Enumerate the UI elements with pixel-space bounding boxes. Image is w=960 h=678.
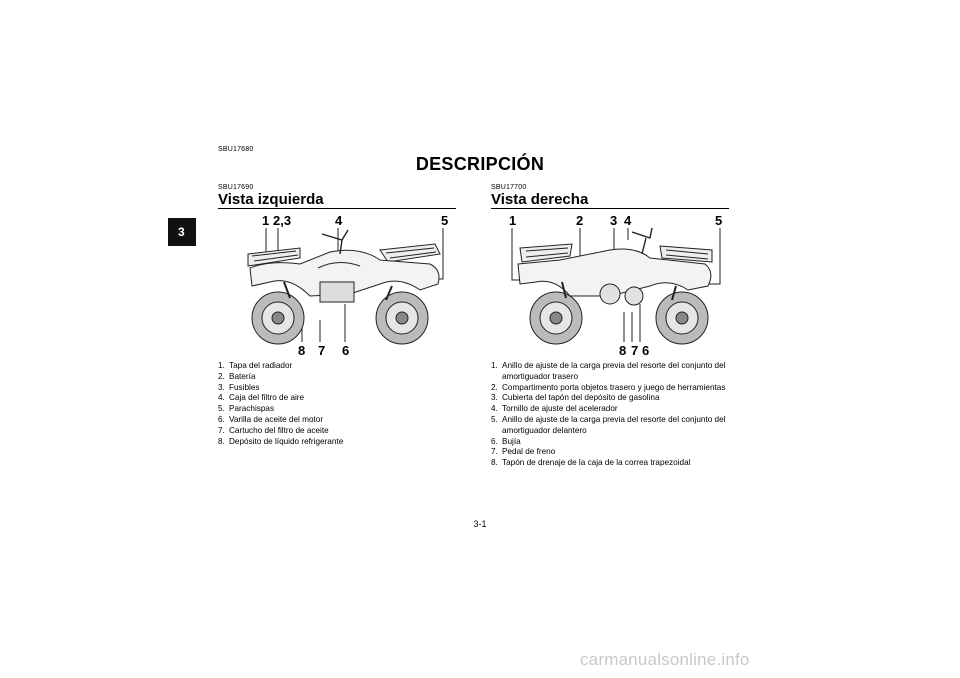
list-item-text: Compartimento porta objetos trasero y ju… (502, 382, 726, 392)
list-item-number: 1. (491, 361, 498, 370)
list-item-number: 8. (491, 458, 498, 468)
list-item-text: Parachispas (229, 404, 275, 414)
left-callout-4: 4 (335, 213, 343, 228)
list-item-text: Bujía (502, 436, 521, 446)
list-item-text: Cartucho del filtro de aceite (229, 425, 329, 435)
list-item: 3. Cubierta del tapón del depósito de gas… (491, 393, 743, 404)
right-callout-3: 3 (610, 213, 618, 228)
right-section-code: SBU17700 (491, 184, 527, 191)
atv-left-view-illustration (247, 228, 444, 345)
left-callout-8: 8 (298, 343, 306, 358)
list-item: 1. Anillo de ajuste de la carga previa de… (491, 361, 743, 383)
list-item: 2. Compartimento porta objetos trasero y … (491, 383, 743, 394)
list-item-number: 4. (218, 393, 225, 403)
list-item: 8. Tapón de drenaje de la caja de la corr… (491, 458, 743, 469)
right-parts-list: 1. Anillo de ajuste de la carga previa de… (491, 361, 743, 469)
list-item-text: Depósito de líquido refrigerante (229, 436, 344, 446)
list-item-number: 4. (491, 404, 498, 414)
list-item: 1. Tapa del radiador (218, 361, 458, 372)
right-callout-1: 1 (509, 213, 517, 228)
left-callout-2-3: 2,3 (273, 213, 292, 228)
doc-code: SBU17680 (218, 146, 254, 153)
list-item: 8. Depósito de líquido refrigerante (218, 437, 458, 448)
left-section-title: Vista izquierda (218, 191, 324, 208)
left-section-rule (218, 208, 456, 209)
list-item: 7. Pedal de freno (491, 447, 743, 458)
right-callout-4: 4 (624, 213, 632, 228)
chapter-tab-label: 3 (178, 225, 185, 239)
chapter-tab[interactable]: 3 (168, 218, 196, 246)
list-item-number: 1. (218, 361, 225, 370)
list-item-text: Tornillo de ajuste del acelerador (502, 404, 618, 414)
right-section-title: Vista derecha (491, 191, 589, 208)
list-item-text: Batería (229, 371, 256, 381)
list-item-number: 5. (491, 414, 498, 424)
list-item-text: Anillo de ajuste de la carga previa del … (502, 361, 726, 381)
right-section-rule (491, 208, 729, 209)
list-item: 7. Cartucho del filtro de aceite (218, 426, 458, 437)
list-item-text: Caja del filtro de aire (229, 393, 305, 403)
right-callout-8: 8 (619, 343, 627, 358)
list-item-number: 6. (218, 414, 225, 424)
list-item: 6. Bujía (491, 437, 743, 448)
list-item-text: Varilla de aceite del motor (229, 414, 324, 424)
list-item-text: Anillo de ajuste de la carga previa del … (502, 414, 726, 435)
list-item-number: 7. (491, 447, 498, 457)
list-item-number: 5. (218, 404, 225, 414)
list-item-text: Tapa del radiador (229, 361, 293, 370)
list-item-text: Cubierta del tapón del depósito de gasol… (502, 393, 660, 403)
right-callout-6: 6 (642, 343, 650, 358)
list-item: 5. Anillo de ajuste de la carga previa de… (491, 415, 743, 437)
list-item-number: 2. (491, 382, 498, 392)
left-parts-list: 1. Tapa del radiador 2. Batería 3. Fusibles… (218, 361, 458, 447)
list-item-number: 8. (218, 436, 225, 446)
list-item-text: Tapón de drenaje de la caja de la correa… (502, 458, 691, 468)
right-callout-7: 7 (631, 343, 639, 358)
left-callout-7: 7 (318, 343, 326, 358)
left-callout-6: 6 (342, 343, 350, 358)
list-item-number: 7. (218, 425, 225, 435)
list-item-text: Fusibles (229, 382, 260, 392)
list-item-number: 6. (491, 436, 498, 446)
right-callout-2: 2 (576, 213, 584, 228)
page-title: DESCRIPCIÓN (415, 154, 545, 174)
list-item: 2. Batería (218, 372, 458, 383)
list-item-text: Pedal de freno (502, 447, 556, 457)
right-callout-5: 5 (715, 213, 723, 228)
list-item-number: 3. (218, 382, 225, 392)
list-item: 4. Caja del filtro de aire (218, 393, 458, 404)
left-callout-5: 5 (441, 213, 449, 228)
atv-right-view-illustration (511, 227, 721, 345)
page-number: 3-1 (473, 519, 487, 529)
list-item: 4. Tornillo de ajuste del acelerador (491, 404, 743, 415)
list-item: 3. Fusibles (218, 383, 458, 394)
list-item: 5. Parachispas (218, 404, 458, 415)
left-callout-1: 1 (262, 213, 270, 228)
list-item-number: 3. (491, 393, 498, 403)
list-item: 6. Varilla de aceite del motor (218, 415, 458, 426)
left-section-code: SBU17690 (218, 184, 254, 191)
list-item-number: 2. (218, 371, 225, 381)
watermark-text: carmanualsonline.info (580, 650, 750, 669)
